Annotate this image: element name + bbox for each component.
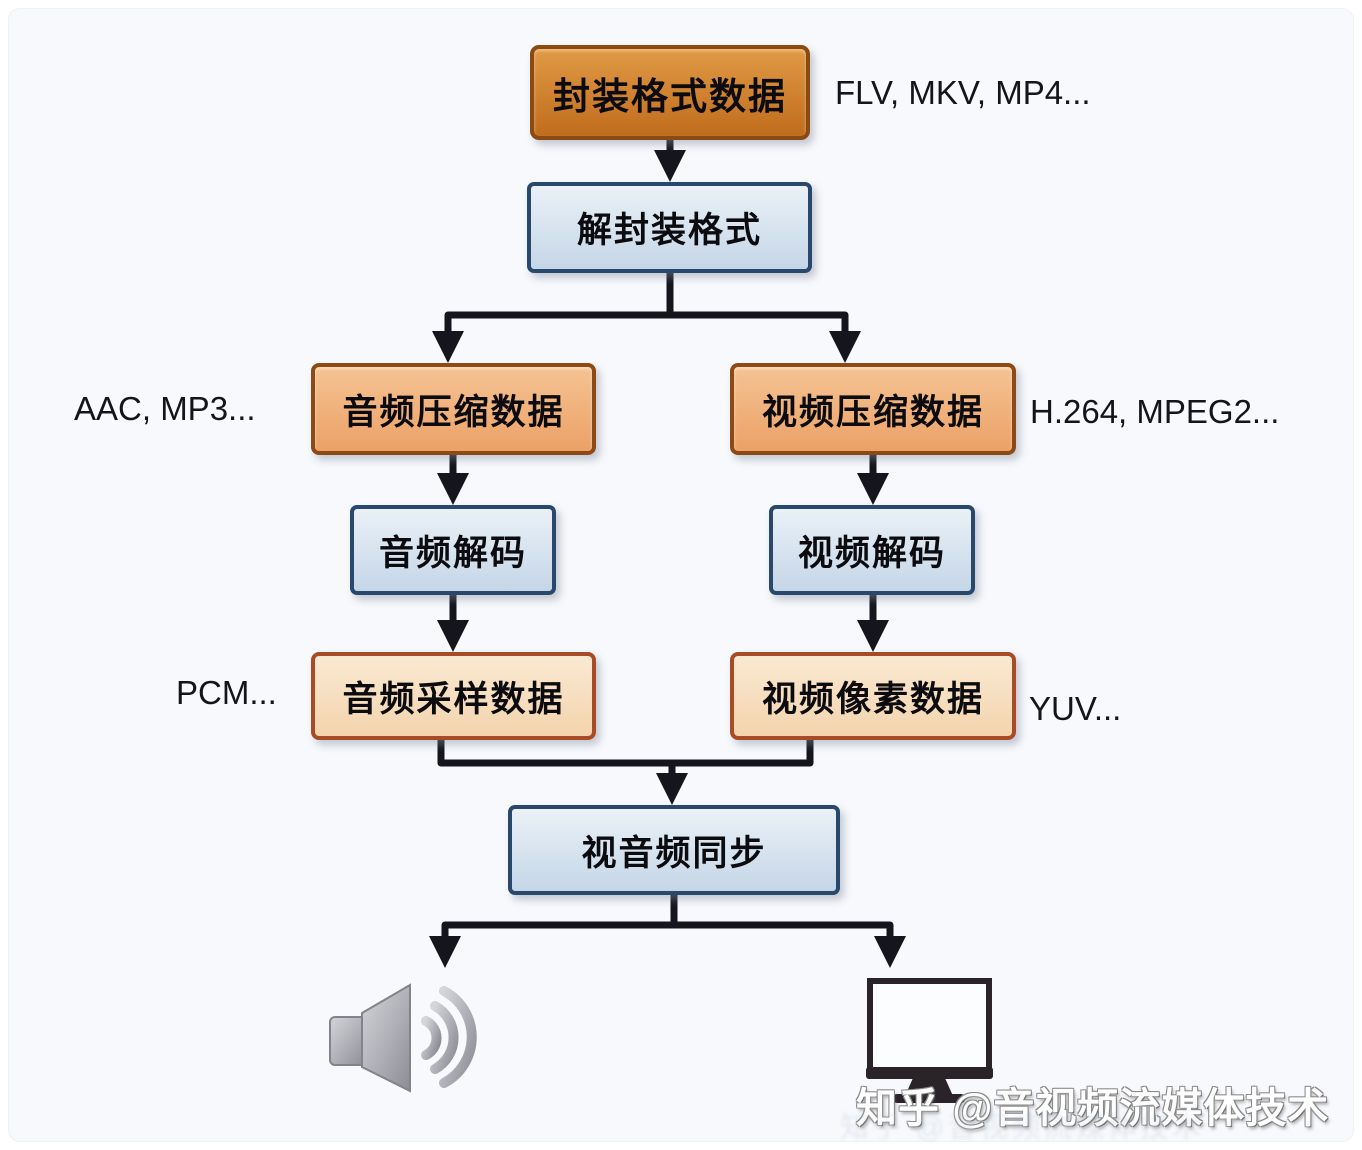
arrowhead-icon	[857, 473, 889, 505]
display-icon	[866, 978, 993, 1103]
arrowhead-icon	[437, 620, 469, 652]
node-video-decode: 视频解码	[769, 505, 975, 595]
arrowhead-icon	[437, 473, 469, 505]
node-audio-sample-data: 音频采样数据	[311, 652, 596, 740]
speaker-body	[329, 983, 411, 1093]
node-video-pixel-data: 视频像素数据	[730, 652, 1016, 740]
node-video-compressed-data: 视频压缩数据	[730, 363, 1016, 455]
node-muxed-format-data: 封装格式数据	[530, 45, 810, 140]
node-label: 封装格式数据	[553, 75, 787, 117]
node-demux: 解封装格式	[527, 182, 812, 273]
arrowhead-icon	[429, 936, 461, 968]
speaker-icon	[329, 983, 477, 1093]
watermark-text: 知乎 @音视频流媒体技术	[856, 1085, 1330, 1131]
node-audio-decode: 音频解码	[350, 505, 556, 595]
arrowhead-icon	[829, 331, 861, 363]
arrowhead-icon	[432, 331, 464, 363]
watermark-ghost-text: 知乎 @音视频流媒体技术	[840, 1112, 1204, 1144]
node-audio-compressed-data: 音频压缩数据	[311, 363, 596, 455]
connector-merge-to-sync	[437, 740, 814, 778]
connector-demux-split	[444, 273, 849, 336]
connector-sync-split	[441, 895, 894, 938]
node-label: 音频解码	[378, 533, 527, 573]
arrowhead-icon	[857, 620, 889, 652]
node-label: 视频压缩数据	[761, 392, 984, 432]
node-label: 解封装格式	[576, 211, 762, 250]
arrow-heads	[429, 150, 906, 968]
sound-waves-icon	[421, 986, 477, 1088]
annotation-pcm: PCM...	[176, 674, 277, 711]
annotation-container-formats: FLV, MKV, MP4...	[835, 74, 1091, 111]
annotation-yuv: YUV...	[1029, 690, 1122, 727]
node-label: 视音频同步	[581, 833, 767, 873]
node-label: 音频压缩数据	[342, 392, 565, 432]
node-av-sync: 视音频同步	[508, 805, 840, 895]
annotation-audio-codecs: AAC, MP3...	[74, 390, 256, 427]
node-label: 音频采样数据	[342, 679, 565, 719]
arrowhead-icon	[656, 773, 688, 805]
arrowhead-icon	[654, 150, 686, 182]
node-label: 视频解码	[797, 533, 946, 573]
arrowhead-icon	[874, 936, 906, 968]
annotation-video-codecs: H.264, MPEG2...	[1030, 393, 1280, 430]
monitor-frame	[866, 978, 993, 1103]
node-label: 视频像素数据	[761, 679, 984, 719]
